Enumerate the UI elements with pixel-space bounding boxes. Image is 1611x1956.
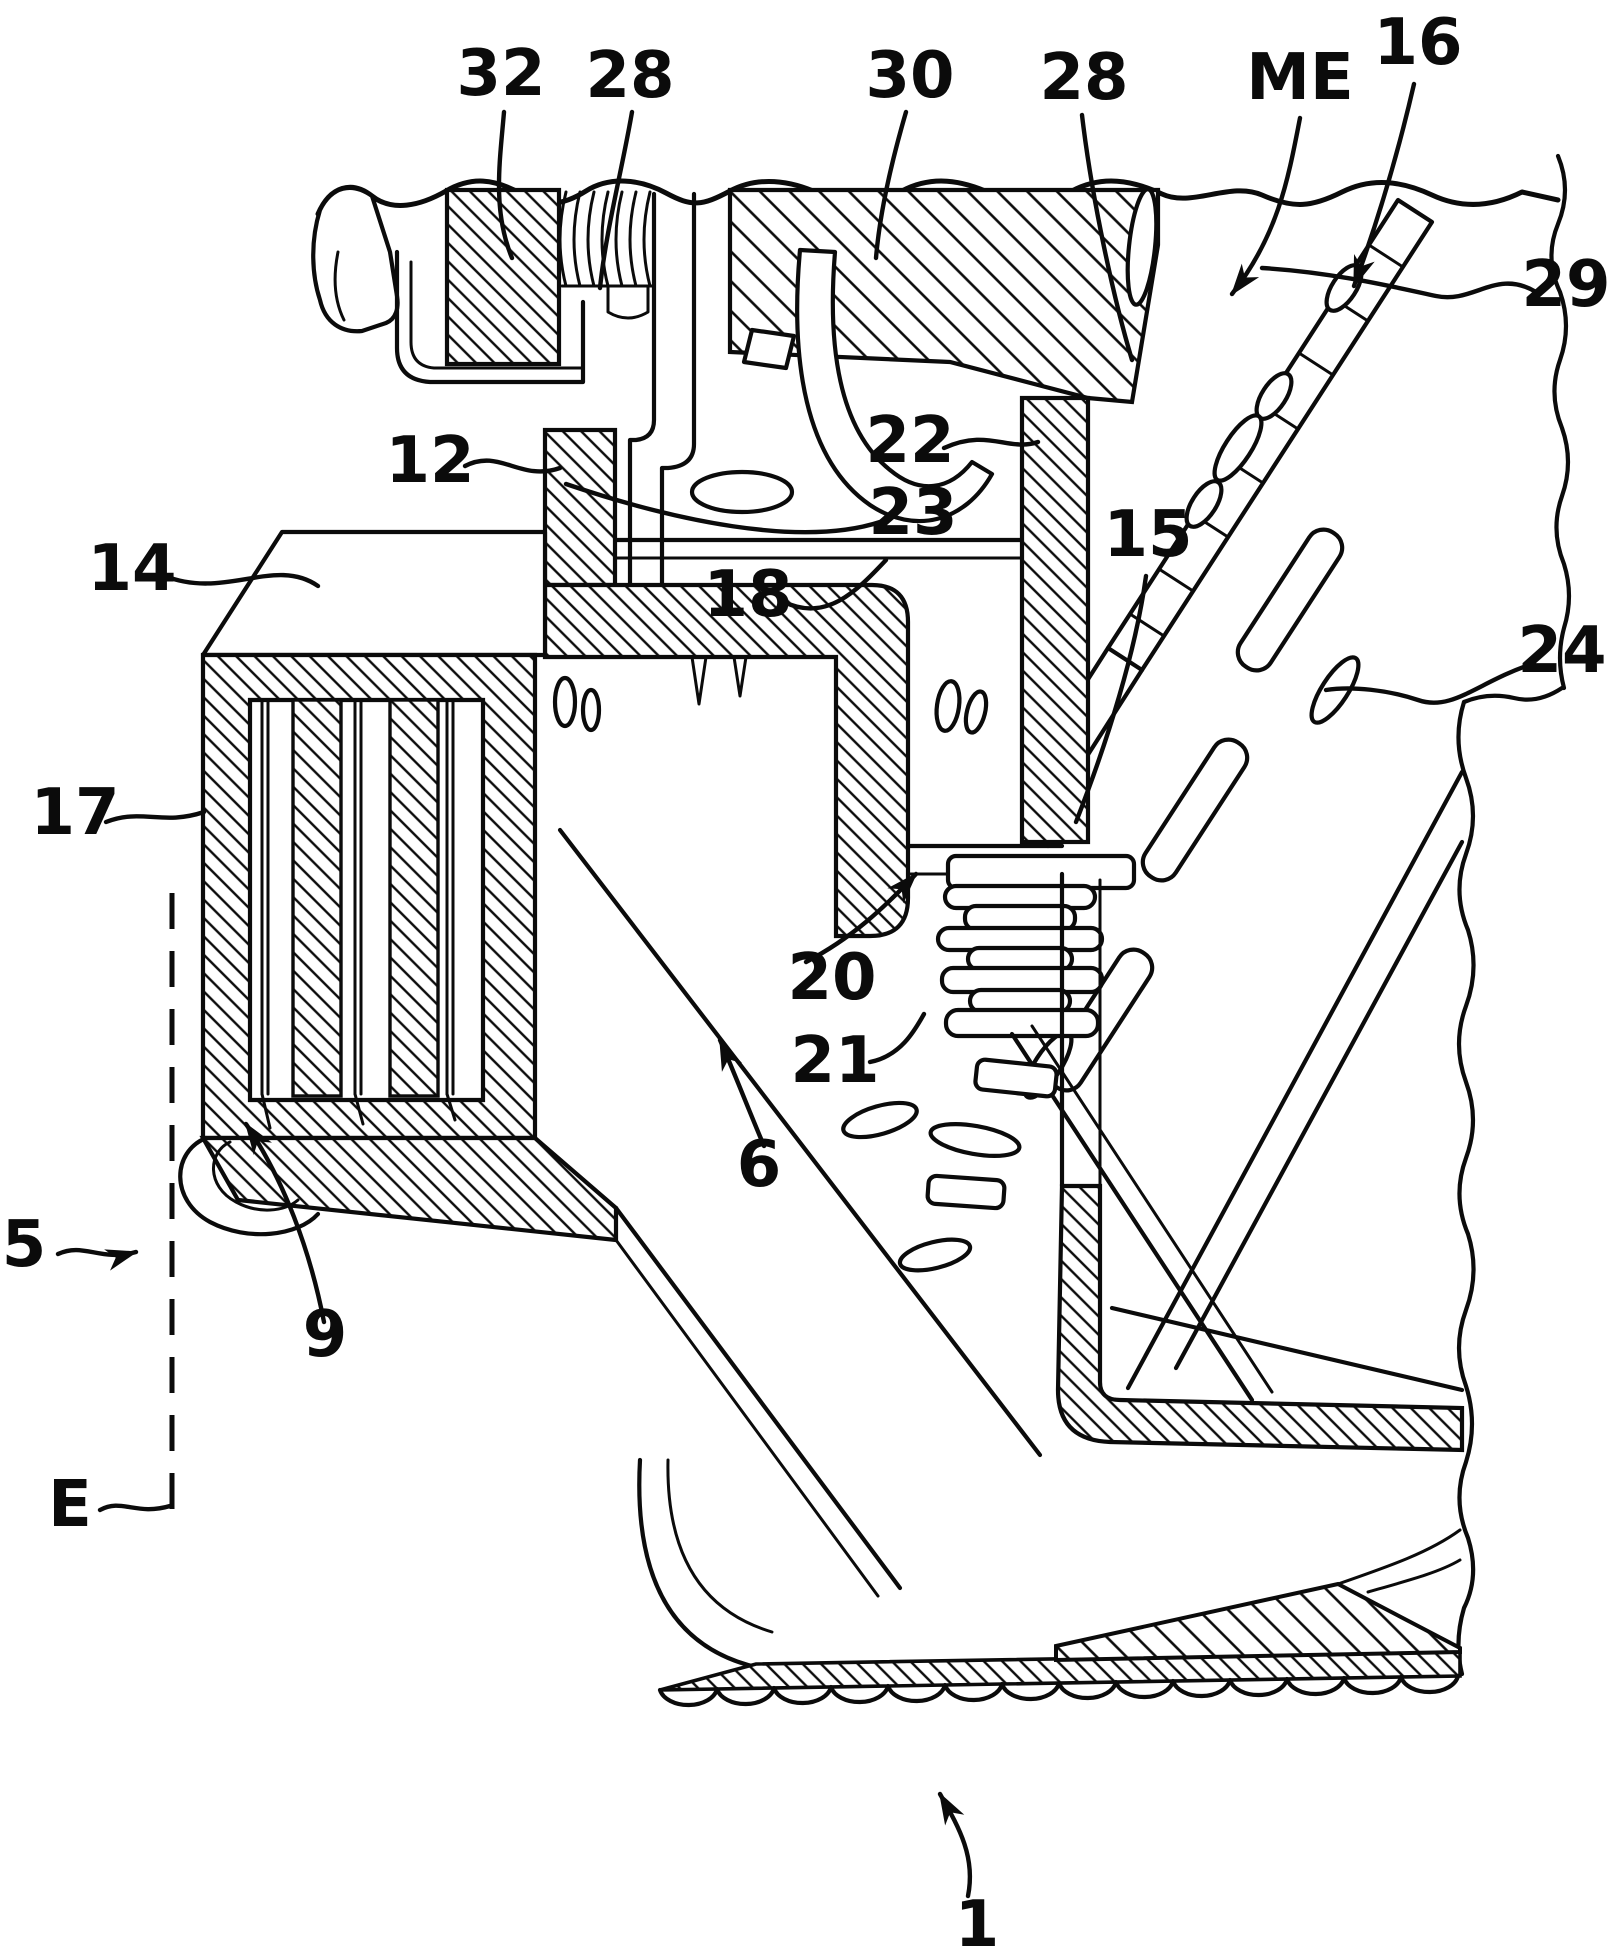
tray-wedge — [1054, 1581, 1462, 1663]
tray-scalloped-edge — [657, 1673, 1461, 1708]
ref-label-14: 14 — [87, 532, 176, 606]
floor-opening-18 — [689, 469, 795, 515]
latch-tongue-inner — [831, 250, 974, 488]
torn-edge-bottom-right — [1456, 699, 1476, 1677]
chamber-wall-22 — [1019, 395, 1091, 845]
ref-label-12: 12 — [385, 424, 474, 498]
leader-21 — [867, 1011, 927, 1065]
leader-16-arrow — [1351, 81, 1417, 289]
leader-22 — [941, 437, 1041, 451]
tab-detail-line — [333, 250, 346, 322]
connector-block — [178, 529, 619, 1243]
leader-29 — [1259, 265, 1539, 300]
leader-24 — [1323, 661, 1535, 705]
ref-label-22: 22 — [865, 404, 954, 478]
chute-sheet-inner — [614, 1238, 880, 1598]
ref-label-32: 32 — [456, 37, 545, 111]
rail-lower-edge-2 — [1173, 839, 1465, 1371]
rail-lower-edge-1 — [1125, 769, 1465, 1391]
leader-lines — [55, 81, 1539, 1899]
block-top-face — [200, 529, 548, 658]
ref-label-17: 17 — [30, 776, 119, 850]
wall-12 — [542, 427, 618, 588]
leader-20-arrow — [803, 871, 919, 965]
leader-12 — [462, 458, 563, 474]
ref-label-21: 21 — [790, 1024, 879, 1098]
ref-label-ME: ME — [1246, 41, 1353, 115]
tray-right-rise-2 — [1366, 1558, 1462, 1594]
ref-label-5: 5 — [2, 1208, 47, 1282]
spring-rod-edge-2 — [1030, 1024, 1274, 1394]
leader-1-arrow — [937, 1791, 973, 1899]
spring-and-channel — [841, 853, 1465, 1453]
torn-edge-jog — [1461, 685, 1565, 705]
ref-label-20: 20 — [787, 941, 876, 1015]
block-30-notch — [741, 327, 797, 371]
tray-left-curl-inner — [666, 1458, 774, 1634]
ref-label-6: 6 — [737, 1128, 782, 1202]
ref-label-9: 9 — [303, 1298, 348, 1372]
tray-right-rise-1 — [1336, 1528, 1462, 1586]
foot-curl-outer — [178, 1135, 321, 1237]
housing-top-bar — [311, 178, 1561, 588]
block-sole-band — [199, 1135, 619, 1243]
leader-E — [97, 1503, 173, 1513]
leader-32 — [496, 109, 515, 261]
spring-tabs — [841, 1057, 1059, 1273]
leader-23 — [563, 481, 883, 535]
contact-teeth — [552, 655, 989, 735]
leader-6-arrow — [717, 1037, 767, 1149]
housing-block-30 — [727, 187, 1161, 405]
tray-rim-edge — [1109, 1305, 1465, 1393]
ref-label-18: 18 — [703, 558, 792, 632]
channel-sheet-left — [627, 191, 657, 588]
torn-edge-top-right — [1549, 153, 1572, 691]
left-tab — [311, 185, 400, 334]
ref-label-29: 29 — [1521, 248, 1610, 322]
foot-curl-inner — [212, 1140, 300, 1212]
ref-label-30: 30 — [865, 39, 954, 113]
clamp-bracket-inner — [409, 260, 585, 370]
carrier-assembly — [542, 395, 1091, 939]
leader-9-arrow — [243, 1121, 327, 1325]
leader-18 — [781, 557, 889, 611]
ref-label-23: 23 — [868, 476, 957, 550]
leader-30 — [873, 109, 909, 261]
channel-sheet-right — [659, 191, 697, 588]
leader-17 — [103, 809, 207, 825]
leader-15 — [1073, 573, 1149, 825]
tray-left-curl-outer — [637, 1457, 763, 1671]
block-front-frame — [200, 652, 538, 1141]
ref-label-24: 24 — [1517, 614, 1606, 688]
leader-ME-arrow — [1229, 115, 1303, 297]
reference-labels: 32 28 30 28 ME 16 29 12 14 22 23 15 18 2… — [2, 6, 1611, 1956]
ref-label-28-left: 28 — [585, 39, 674, 113]
leader-14 — [162, 572, 321, 589]
ref-label-28-right: 28 — [1039, 41, 1128, 115]
leader-5-arrow — [55, 1247, 139, 1271]
ref-label-16: 16 — [1373, 6, 1462, 80]
spring-stack — [935, 853, 1137, 1039]
clamp-bracket-outer — [394, 249, 586, 385]
chute-sheet-outer — [613, 1205, 903, 1591]
slide-surface-6 — [557, 827, 1043, 1458]
z-channel — [1055, 1183, 1465, 1453]
ref-label-15: 15 — [1103, 498, 1192, 572]
lower-tray-assembly — [557, 827, 1465, 1708]
ref-label-E: E — [48, 1468, 92, 1542]
leader-28-left — [597, 109, 635, 291]
ref-label-1: 1 — [955, 1888, 1000, 1956]
block-fins — [260, 698, 457, 1130]
screw-threads — [558, 190, 656, 320]
leader-28-right — [1079, 112, 1135, 363]
block-30-slot — [1125, 187, 1159, 307]
